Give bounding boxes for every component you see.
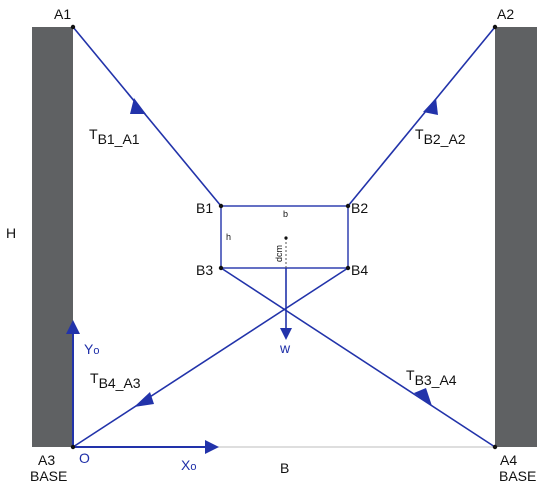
label-a3: A3 (38, 452, 55, 468)
label-x-axis: Xo (181, 457, 196, 473)
x-axis-arrowhead (205, 440, 219, 454)
left-wall (32, 27, 73, 447)
anchor-a4-dot (492, 444, 498, 450)
label-origin: O (79, 450, 90, 466)
label-y-axis: Yo (84, 341, 99, 357)
label-b3: B3 (196, 262, 213, 278)
label-tension-b3-a4: TB3_A4 (406, 367, 457, 388)
label-tension-b2-a2-sub: B2_A2 (424, 131, 466, 147)
label-b4: B4 (351, 262, 368, 278)
label-tension-b4-a3: TB4_A3 (90, 370, 141, 391)
label-x-axis-main: X (181, 457, 191, 473)
label-tension-b1-a1: TB1_A1 (89, 126, 140, 147)
label-a2: A2 (497, 6, 514, 22)
label-a1: A1 (54, 6, 71, 22)
label-height-H: H (6, 225, 16, 241)
anchor-a2-dot (492, 24, 498, 30)
label-x-axis-sub: o (190, 461, 196, 473)
corner-b4-dot (345, 265, 351, 271)
anchor-a3-dot (70, 444, 76, 450)
cable-b4-a3 (72, 267, 349, 448)
label-weight-w: w (279, 340, 291, 356)
center-of-mass-dot (284, 236, 288, 240)
label-b1: B1 (196, 200, 213, 216)
label-y-axis-main: Y (84, 341, 94, 357)
label-a3-base: BASE (30, 468, 67, 484)
corner-b1-dot (218, 203, 224, 209)
cable-b2-a2 (347, 26, 496, 207)
tension-arrowhead-b3-a4 (414, 388, 432, 406)
label-tension-b1-a1-main: T (89, 126, 98, 142)
label-tension-b2-a2: TB2_A2 (415, 126, 466, 147)
label-a4-base: BASE (499, 468, 536, 484)
cable-b1-a1 (72, 26, 222, 207)
label-tension-b4-a3-sub: B4_A3 (99, 375, 141, 391)
label-tension-b3-a4-sub: B3_A4 (415, 372, 457, 388)
right-wall (495, 27, 537, 447)
y-axis-arrowhead (66, 320, 80, 334)
tension-arrowhead-b4-a3 (134, 392, 154, 407)
anchor-a1-dot (70, 24, 76, 30)
cable-b3-a4 (220, 267, 496, 448)
label-tension-b3-a4-main: T (406, 367, 415, 383)
tension-arrowhead-b1-a1 (130, 98, 146, 114)
corner-b2-dot (345, 203, 351, 209)
label-width-B: B (280, 460, 289, 476)
label-y-axis-sub: o (93, 345, 99, 357)
label-box-height-h: h (226, 232, 231, 242)
label-tension-b1-a1-sub: B1_A1 (98, 131, 140, 147)
label-tension-b4-a3-main: T (90, 370, 99, 386)
label-b2: B2 (351, 200, 368, 216)
label-box-width-b: b (283, 209, 288, 219)
corner-b3-dot (218, 265, 224, 271)
label-a4: A4 (500, 452, 517, 468)
label-tension-b2-a2-main: T (415, 126, 424, 142)
label-dcm: dcm (274, 245, 284, 262)
weight-arrowhead (280, 328, 292, 340)
tension-arrowhead-b2-a2 (423, 98, 438, 115)
end-effector-box (220, 205, 349, 269)
